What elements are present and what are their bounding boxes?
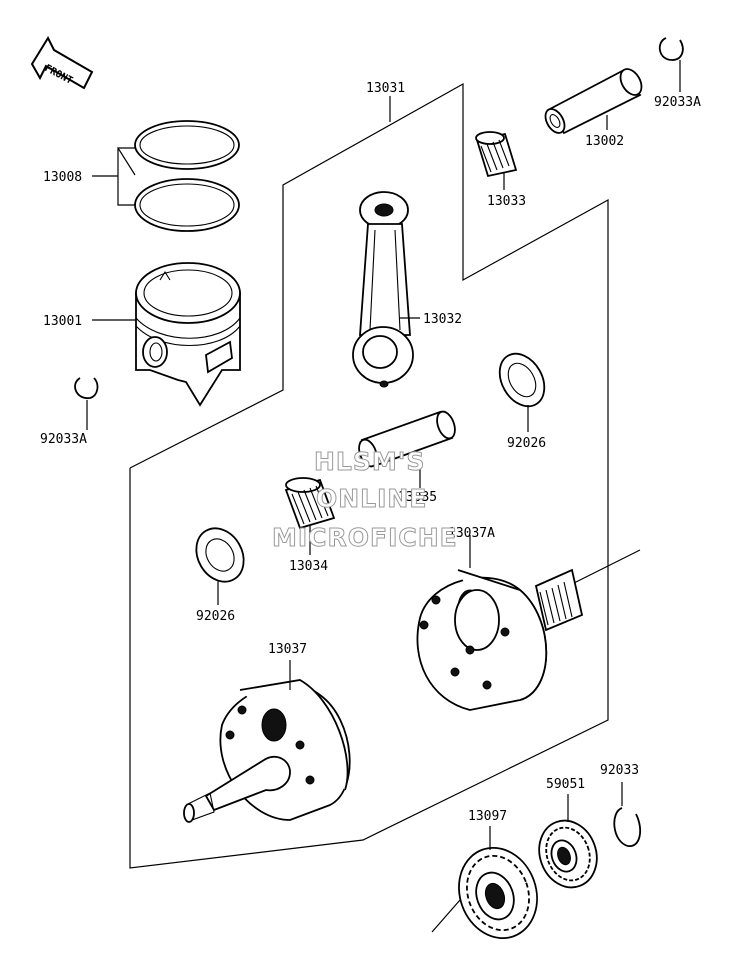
- watermark: HLSM'S ONLINE MICROFICHE: [272, 447, 458, 553]
- small-end-bearing: [475, 131, 518, 190]
- label-92026-left: 92026: [196, 609, 235, 624]
- piston-rings: [92, 120, 240, 232]
- label-13001: 13001: [43, 314, 82, 329]
- crankshaft-left-half: [183, 660, 351, 823]
- assembly-outline: [129, 82, 609, 869]
- label-13034: 13034: [289, 559, 328, 574]
- front-arrow-icon: FRONT: [30, 35, 94, 90]
- circlip-right: [658, 37, 684, 61]
- crank-pin: [358, 410, 456, 488]
- thrust-washer-left: [195, 527, 245, 605]
- watermark-line-1: HLSM'S: [314, 447, 425, 476]
- label-13008: 13008: [43, 170, 82, 185]
- label-92033A-left: 92033A: [40, 432, 87, 447]
- label-59051: 59051: [546, 777, 585, 792]
- watermark-line-3: MICROFICHE: [272, 523, 458, 552]
- label-13037: 13037: [268, 642, 307, 657]
- label-13033: 13033: [487, 194, 526, 209]
- label-13031: 13031: [366, 81, 405, 96]
- label-92033: 92033: [600, 763, 639, 778]
- big-end-bearing: [284, 477, 336, 555]
- crankshaft-right-half: [416, 535, 641, 711]
- label-13035: 13035: [398, 490, 437, 505]
- thrust-washer-right: [498, 352, 546, 432]
- label-13032: 13032: [423, 312, 462, 327]
- label-13097: 13097: [468, 809, 507, 824]
- piston-pin: [544, 68, 643, 135]
- circlip-gear: [613, 807, 642, 847]
- gear-small: [538, 794, 598, 889]
- watermark-line-2: ONLINE: [316, 484, 427, 513]
- piston: [92, 262, 241, 407]
- label-92033A-right: 92033A: [654, 95, 701, 110]
- label-13037A: 13037A: [448, 526, 495, 541]
- connecting-rod: [352, 191, 420, 388]
- circlip-left: [74, 377, 99, 399]
- label-92026-right: 92026: [507, 436, 546, 451]
- label-13002: 13002: [585, 134, 624, 149]
- gear-large: [431, 826, 538, 940]
